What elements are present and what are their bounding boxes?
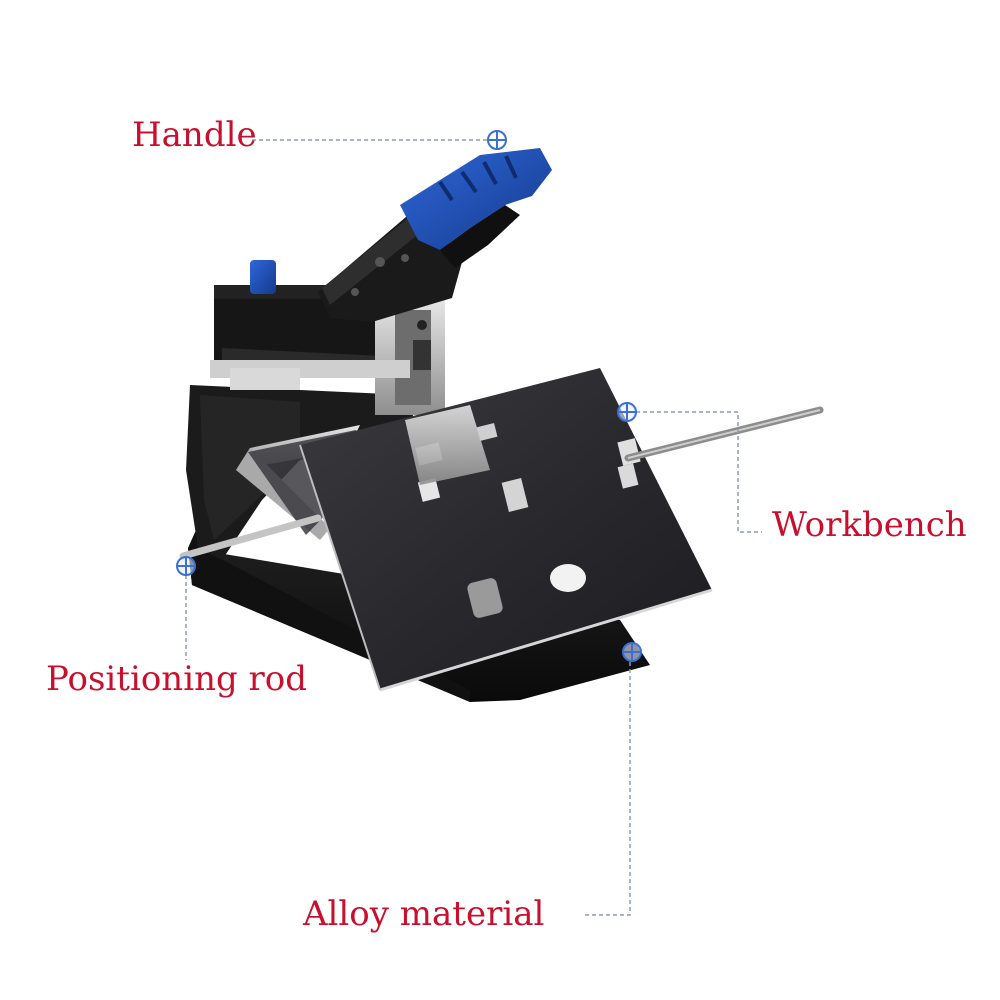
positioning-rod-label: Positioning rod bbox=[46, 659, 308, 699]
workbench-leader-line bbox=[636, 411, 762, 533]
leader-lines bbox=[185, 139, 762, 916]
alloy-material-leader-line bbox=[585, 662, 631, 916]
handle-label: Handle bbox=[132, 115, 257, 155]
positioning-rod bbox=[179, 406, 824, 560]
handle-marker-icon bbox=[487, 130, 507, 150]
handle bbox=[318, 148, 552, 322]
alloy-material-label: Alloy material bbox=[303, 894, 545, 934]
workbench-plate bbox=[299, 368, 713, 692]
workbench-label: Workbench bbox=[772, 505, 967, 545]
positioning-rod-marker-icon bbox=[176, 556, 196, 576]
markers bbox=[176, 130, 642, 662]
alloy-material-marker-icon bbox=[622, 642, 642, 662]
workbench-marker-icon bbox=[617, 402, 637, 422]
adjust-knob bbox=[250, 260, 276, 294]
stapling-head bbox=[210, 300, 445, 415]
